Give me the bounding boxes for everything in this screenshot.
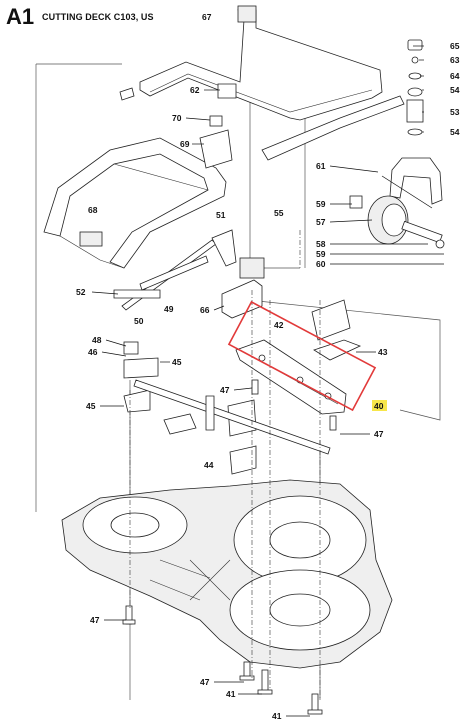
callout-59-upper: 59 (316, 199, 326, 209)
part-40-highlight-label-bg (372, 400, 387, 411)
section-code: A1 (6, 4, 35, 29)
diagram-header: A1 CUTTING DECK C103, US (0, 0, 468, 34)
callout-49: 49 (164, 304, 174, 314)
linkage-rods (113, 229, 237, 311)
callout-54-lower: 54 (450, 127, 460, 137)
callout-41-left: 41 (226, 689, 236, 699)
callout-labels: 67 65 63 64 54 53 54 62 70 69 61 59 55 5… (76, 12, 460, 721)
callout-47-lower-left: 47 (90, 615, 100, 625)
callout-68: 68 (88, 205, 98, 215)
lift-arm-assembly (119, 5, 405, 161)
callout-43: 43 (378, 347, 388, 357)
diagram-title: CUTTING DECK C103, US (42, 12, 154, 22)
callout-45-right: 45 (172, 357, 182, 367)
callout-48: 48 (92, 335, 102, 345)
callout-47-bottom: 47 (200, 677, 210, 687)
callout-66: 66 (200, 305, 210, 315)
center-brackets (221, 257, 362, 361)
lift-frame (43, 137, 227, 269)
callout-53: 53 (450, 107, 460, 117)
callout-69: 69 (180, 139, 190, 149)
callout-52: 52 (76, 287, 86, 297)
callout-58: 58 (316, 239, 326, 249)
callout-50: 50 (134, 316, 144, 326)
callout-54-upper: 54 (450, 85, 460, 95)
callout-40: 40 (374, 401, 384, 411)
front-rod (133, 379, 331, 455)
assembly-center-lines (129, 230, 321, 700)
callout-64: 64 (450, 71, 460, 81)
callout-61: 61 (316, 161, 326, 171)
callout-70: 70 (172, 113, 182, 123)
part-40-highlight-box (227, 300, 377, 412)
callout-42: 42 (274, 320, 284, 330)
callout-67: 67 (202, 12, 212, 22)
callout-65: 65 (450, 41, 460, 51)
callout-57: 57 (316, 217, 326, 227)
callout-45-left: 45 (86, 401, 96, 411)
callout-41-right: 41 (272, 711, 282, 721)
bracket-parts (199, 83, 237, 169)
deck-bolts (122, 379, 337, 715)
wheel-assembly (349, 39, 445, 249)
callout-44: 44 (204, 460, 214, 470)
callout-63: 63 (450, 55, 460, 65)
callout-46: 46 (88, 347, 98, 357)
callout-62: 62 (190, 85, 200, 95)
callout-55: 55 (274, 208, 284, 218)
callout-51: 51 (216, 210, 226, 220)
callout-47-mid: 47 (220, 385, 230, 395)
callout-47-right: 47 (374, 429, 384, 439)
callout-leaders (91, 45, 444, 717)
cutting-deck (61, 479, 393, 669)
callout-60: 60 (316, 259, 326, 269)
side-brackets (123, 341, 257, 475)
callout-59-lower: 59 (316, 249, 326, 259)
